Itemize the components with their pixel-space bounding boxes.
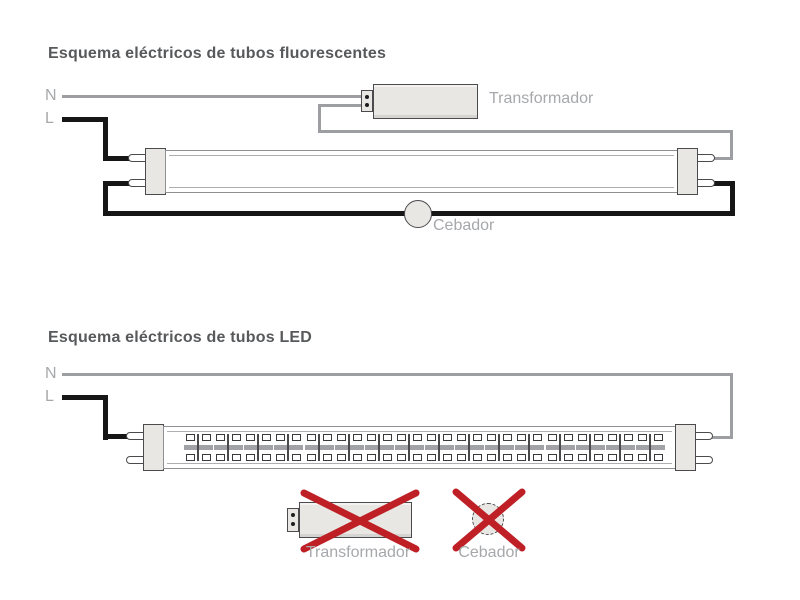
led-module <box>575 434 605 461</box>
red-cross-icon <box>452 488 526 552</box>
transformer-label: Transformador <box>489 90 594 107</box>
tube-pin <box>697 154 715 162</box>
section-title-led: Esquema eléctricos de tubos LED <box>48 329 313 346</box>
line-wire <box>62 395 108 400</box>
line-wire <box>103 117 108 161</box>
transformer-connector <box>287 508 299 532</box>
tube-glass-line <box>167 463 672 464</box>
tube-pin <box>697 179 715 187</box>
tube-pin <box>695 456 713 464</box>
transformer-terminal-dot <box>365 103 369 107</box>
starter-loop-wire <box>103 181 130 186</box>
line-wire <box>103 395 108 440</box>
led-module <box>364 434 394 461</box>
led-module <box>304 434 334 461</box>
starter-label: Cebador <box>458 544 520 561</box>
red-cross-icon <box>300 489 420 553</box>
transformer-connector <box>361 90 373 112</box>
tube-pin <box>126 456 144 464</box>
starter-label: Cebador <box>433 217 495 234</box>
starter-loop-wire <box>103 181 108 216</box>
line-label: L <box>45 110 54 127</box>
led-module <box>425 434 454 461</box>
led-module <box>334 434 364 461</box>
tube-glass-line <box>167 431 672 432</box>
tube-pin <box>695 432 713 440</box>
led-module <box>455 434 485 461</box>
led-module <box>214 434 244 461</box>
tube-end-cap <box>145 148 166 195</box>
tube-end-cap <box>143 424 164 471</box>
led-module <box>545 434 575 461</box>
neutral-label: N <box>45 365 57 382</box>
transformer-box <box>373 84 478 119</box>
transformer-terminal-dot <box>365 95 369 99</box>
neutral-label: N <box>45 87 57 104</box>
led-module <box>515 434 545 461</box>
transformer-terminal-dot <box>291 513 295 517</box>
transformer-output-wire <box>708 157 733 160</box>
tube-glass-line <box>169 187 674 188</box>
led-module <box>635 434 665 461</box>
neutral-wire <box>62 95 363 98</box>
neutral-wire <box>706 436 733 439</box>
tube-end-cap <box>677 148 698 195</box>
tube-end-cap <box>675 424 696 471</box>
transformer-output-wire <box>730 130 733 160</box>
led-strip <box>184 434 665 461</box>
line-label: L <box>45 388 54 405</box>
section-title-fluorescent: Esquema eléctricos de tubos fluorescente… <box>48 45 387 62</box>
starter-circle <box>404 200 432 228</box>
starter-loop-wire <box>708 181 733 186</box>
starter-loop-wire <box>730 181 735 216</box>
led-module <box>605 434 635 461</box>
transformer-label: Transformador <box>305 544 411 561</box>
led-module <box>274 434 304 461</box>
led-module <box>485 434 515 461</box>
transformer-terminal-dot <box>291 522 295 526</box>
transformer-output-wire <box>318 104 321 133</box>
led-module <box>394 434 424 461</box>
tube-pin <box>126 432 144 440</box>
tube-pin <box>128 179 146 187</box>
line-wire <box>103 156 130 161</box>
tube-glass-line <box>169 155 674 156</box>
neutral-wire <box>62 373 733 376</box>
tube-pin <box>128 154 146 162</box>
neutral-wire <box>730 373 733 439</box>
line-wire <box>62 117 108 122</box>
led-module <box>184 434 213 461</box>
transformer-output-wire <box>318 130 733 133</box>
transformer-output-wire <box>318 104 364 107</box>
led-module <box>244 434 274 461</box>
line-wire <box>103 434 128 439</box>
